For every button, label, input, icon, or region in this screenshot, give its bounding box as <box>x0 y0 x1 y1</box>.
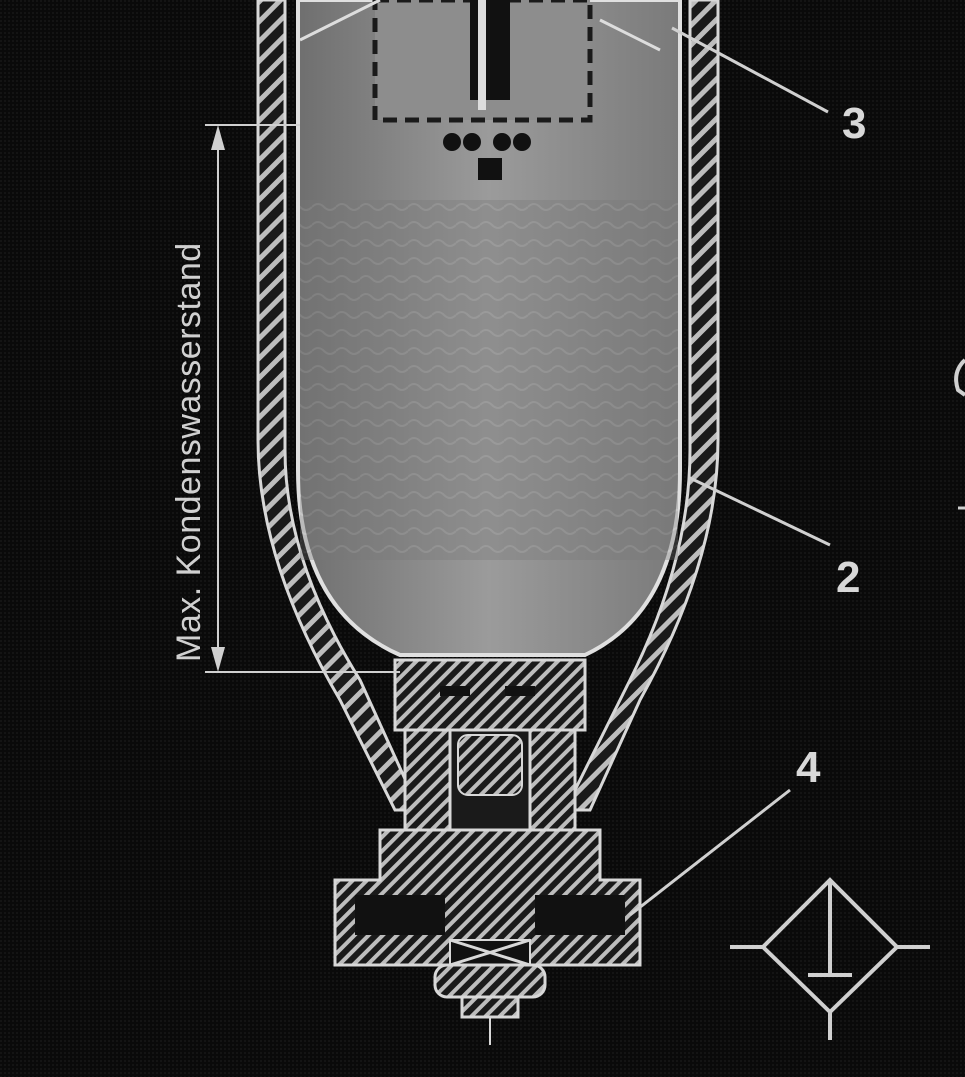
leader-line-4 <box>629 788 791 917</box>
leader-line-2 <box>689 476 831 547</box>
filter-symbol-icon <box>730 877 930 1040</box>
max-condensate-level-label: Max. Kondenswasserstand <box>170 242 208 662</box>
drain-valve <box>333 658 642 1045</box>
leader-line-3 <box>671 26 829 114</box>
filter-element <box>299 0 661 180</box>
dimension-line <box>205 124 400 673</box>
callout-2: 2 <box>836 553 860 602</box>
callout-4: 4 <box>796 743 821 792</box>
cropped-glyph <box>954 358 965 397</box>
callout-3: 3 <box>842 99 866 148</box>
condensate-zone <box>300 200 678 560</box>
bowl-outer-wall <box>256 0 720 812</box>
